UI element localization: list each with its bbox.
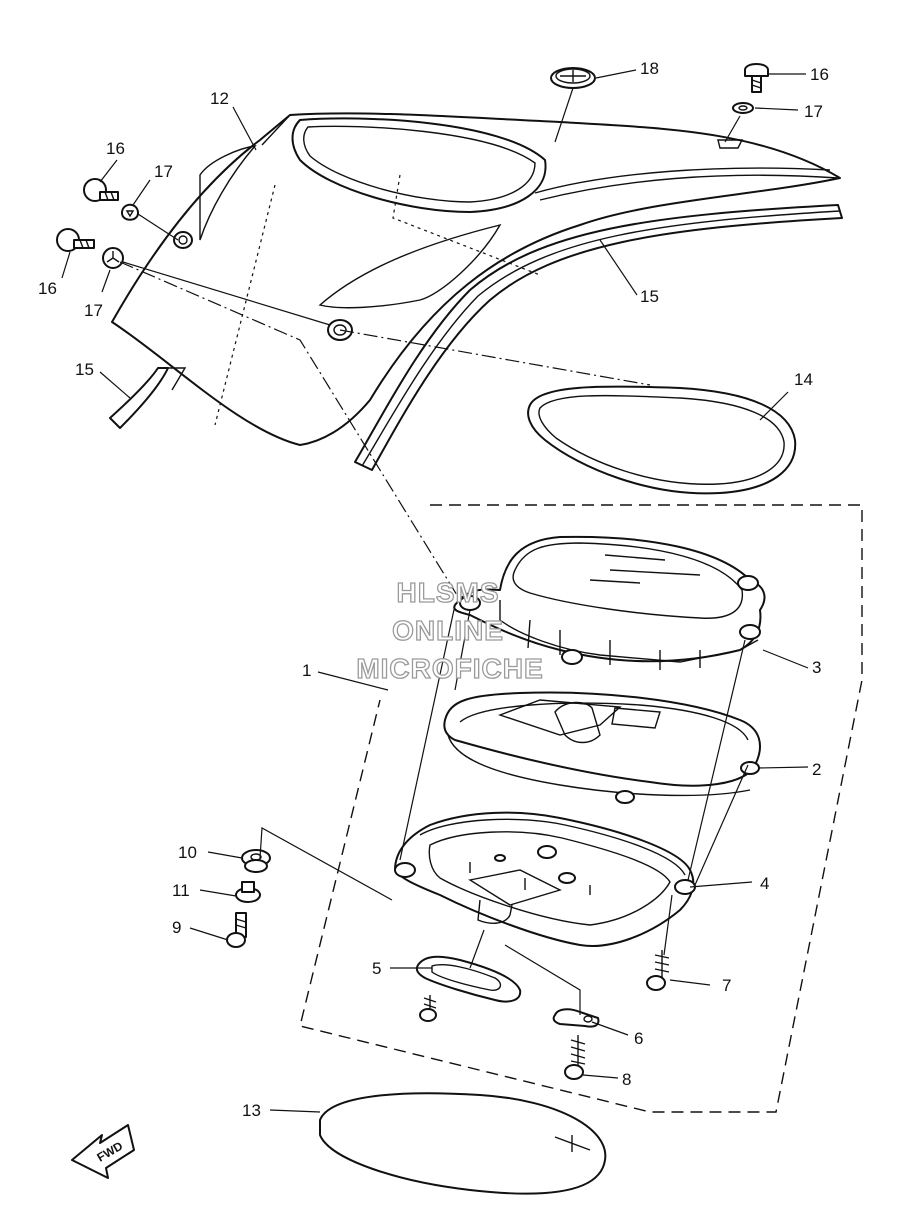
- callout-9: 9: [172, 918, 181, 937]
- seal-strip-right: [354, 204, 843, 471]
- callout-8: 8: [622, 1070, 631, 1089]
- collar-11: [235, 881, 261, 903]
- callout-12: 12: [210, 89, 229, 108]
- screw-16-left-lower: [56, 228, 95, 252]
- meter-lens-cover: [453, 535, 766, 670]
- forward-direction-arrow: FWD: [71, 1124, 135, 1179]
- label-plate-13: [319, 1092, 607, 1195]
- callout-13: 13: [242, 1101, 261, 1120]
- seal-strip-left: [109, 367, 187, 429]
- watermark: HLSMS ONLINE MICROFICHE: [356, 576, 544, 684]
- watermark-line-1: HLSMS: [397, 577, 500, 608]
- screw-under-5: [419, 995, 437, 1022]
- grommet-18: [550, 67, 596, 89]
- meter-panel: [443, 691, 761, 804]
- screw-8: [564, 1035, 586, 1080]
- callout-15-upper: 15: [640, 287, 659, 306]
- callout-11: 11: [172, 881, 190, 900]
- watermark-line-2: ONLINE: [392, 615, 504, 646]
- watermark-line-3: MICROFICHE: [356, 653, 543, 684]
- window-seal-ring: [527, 385, 797, 495]
- washer-17-left-lower: [102, 247, 124, 269]
- callout-17-left-lower: 17: [84, 301, 103, 320]
- bolt-9: [226, 912, 247, 948]
- callout-4: 4: [760, 874, 769, 893]
- screw-16-right: [744, 63, 769, 93]
- screw-16-left-upper: [83, 178, 119, 202]
- callout-16-left-lower: 16: [38, 279, 57, 298]
- washer-17-right: [732, 102, 754, 114]
- clip-6: [552, 1008, 600, 1028]
- callout-2: 2: [812, 760, 821, 779]
- callout-5: 5: [372, 959, 381, 978]
- callout-18: 18: [640, 59, 659, 78]
- gasket-5: [415, 955, 522, 1003]
- callout-16-left-upper: 16: [106, 139, 125, 158]
- meter-lower-case: [394, 811, 696, 947]
- fairing-cover: [111, 112, 841, 446]
- callout-14: 14: [794, 370, 813, 389]
- callout-17-right: 17: [804, 102, 823, 121]
- callout-17-left-upper: 17: [154, 162, 173, 181]
- assembly-1-boundary: [299, 504, 863, 1113]
- callout-leaders: [61, 69, 809, 1113]
- washer-17-left-upper: [121, 203, 139, 221]
- callout-15-lower: 15: [75, 360, 94, 379]
- callout-numbers: 1 2 3 4 5 6 7 8 9 10 11 12 13 14 15 15 1…: [38, 59, 829, 1120]
- callout-1: 1: [302, 661, 311, 680]
- callout-16-right: 16: [810, 65, 829, 84]
- callout-7: 7: [722, 976, 731, 995]
- screw-7: [646, 950, 670, 991]
- callout-10: 10: [178, 843, 197, 862]
- construction-lines: [119, 174, 749, 1015]
- grommet-10: [241, 849, 271, 873]
- callout-3: 3: [812, 658, 821, 677]
- callout-6: 6: [634, 1029, 643, 1048]
